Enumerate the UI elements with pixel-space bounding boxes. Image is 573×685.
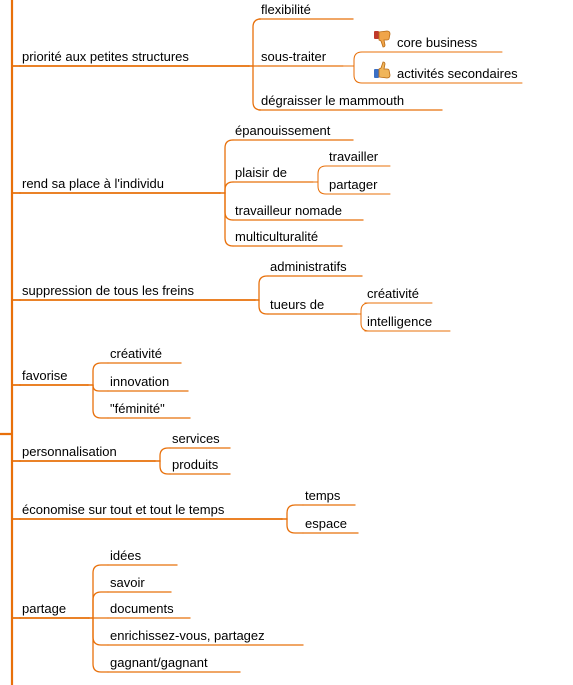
branch-topic[interactable]: partage [22,601,67,616]
subtopic[interactable]: services [172,431,220,446]
connector-line [252,18,262,67]
thumbs-up-icon [373,61,393,79]
subtopic[interactable]: enrichissez-vous, partagez [110,628,265,643]
subtopic[interactable]: documents [110,601,174,616]
subtopic[interactable]: tueurs de [270,297,325,312]
connector-line [224,192,234,247]
branch-topic[interactable]: suppression de tous les freins [22,283,194,298]
connector-line [92,617,109,673]
subtopic[interactable]: travailler [329,149,379,164]
subtopic[interactable]: activités secondaires [397,66,518,81]
subtopic[interactable]: partager [329,177,378,192]
connector-line [353,51,399,67]
connector-line [92,564,109,619]
subtopic[interactable]: créativité [110,346,163,361]
connector-line [92,362,109,386]
subtopic[interactable]: travailleur nomade [235,203,342,218]
branch-topic[interactable]: favorise [22,368,68,383]
connector-line [224,139,234,194]
subtopic[interactable]: innovation [110,374,170,389]
subtopic[interactable]: sous-traiter [261,49,327,64]
connector-line [317,165,328,183]
subtopic[interactable]: flexibilité [261,2,311,17]
connector-line [92,591,109,619]
connector-line [252,65,262,111]
subtopic[interactable]: espace [305,516,347,531]
branch-topic[interactable]: rend sa place à l'individu [22,176,164,191]
connector-line [224,192,234,221]
connector-line [317,181,328,195]
subtopic[interactable]: core business [397,35,478,50]
connector-line [92,617,109,646]
connector-line [258,299,269,315]
subtopic[interactable]: gagnant/gagnant [110,655,208,670]
subtopic[interactable]: idées [110,548,142,563]
branch-topic[interactable]: personnalisation [22,444,117,459]
subtopic[interactable]: "féminité" [110,401,165,416]
connector-line [286,518,304,534]
subtopic[interactable]: créativité [367,286,420,301]
subtopic[interactable]: épanouissement [235,123,331,138]
connector-line [92,384,109,392]
subtopic[interactable]: produits [172,457,219,472]
subtopic[interactable]: savoir [110,575,145,590]
subtopic[interactable]: dégraisser le mammouth [261,93,405,108]
connector-line [159,447,171,462]
connector-line [353,65,399,84]
thumbs-down-icon [373,30,393,48]
subtopic[interactable]: temps [305,488,341,503]
connector-line [258,275,269,301]
subtopic[interactable]: multiculturalité [235,229,319,244]
connector-line [224,181,234,194]
connector-line [286,504,304,520]
connector-line [159,460,171,475]
branch-topic[interactable]: priorité aux petites structures [22,49,189,64]
subtopic[interactable]: administratifs [270,259,347,274]
subtopic[interactable]: plaisir de [235,165,288,180]
branch-topic[interactable]: économise sur tout et tout le temps [22,502,225,517]
connector-line [92,384,109,419]
subtopic[interactable]: intelligence [367,314,433,329]
connector-line [360,302,370,315]
